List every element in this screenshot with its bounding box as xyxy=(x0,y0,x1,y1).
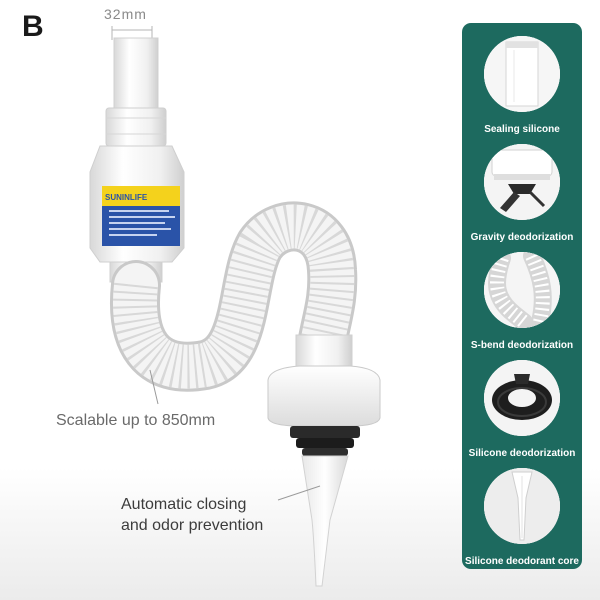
feature-gravity-deodorization: Gravity deodorization xyxy=(462,144,582,252)
silicone-core xyxy=(301,455,349,587)
s-bend-deodorization-icon xyxy=(484,252,560,328)
flexible-hose xyxy=(110,201,358,392)
feature-s-bend-deodorization: S-bend deodorization xyxy=(462,252,582,360)
scalable-callout: Scalable up to 850mm xyxy=(56,412,216,429)
auto-leader xyxy=(277,485,321,501)
feature-silicone-deodorant-core: Silicone deodorant core xyxy=(462,468,582,576)
feature-label: S-bend deodorization xyxy=(470,340,574,351)
feature-panel: Sealing silicone Gravity deodorization xyxy=(462,23,582,569)
auto-close-callout: Automatic closing and odor prevention xyxy=(121,494,263,536)
top-connector xyxy=(105,107,167,147)
feature-label: Sealing silicone xyxy=(484,124,560,135)
auto-close-line-1: Automatic closing xyxy=(121,496,247,513)
auto-close-line-2: and odor prevention xyxy=(121,517,264,534)
feature-sealing-silicone: Sealing silicone xyxy=(462,36,582,144)
feature-label: Gravity deodorization xyxy=(470,232,574,243)
feature-label: Silicone deodorization xyxy=(468,448,576,459)
rubber-seal xyxy=(290,426,360,438)
feature-label: Silicone deodorant core xyxy=(465,556,579,567)
top-tube xyxy=(113,37,159,111)
variant-letter: B xyxy=(22,10,44,43)
sealing-silicone-icon xyxy=(484,36,560,112)
brand-label: SUNINLIFE xyxy=(105,193,148,202)
silicone-deodorization-icon xyxy=(484,360,560,436)
silicone-deodorant-core-icon xyxy=(484,468,560,544)
scalable-leader xyxy=(149,369,159,405)
feature-silicone-deodorization: Silicone deodorization xyxy=(462,360,582,468)
drain-pipe-illustration: SUNINLIFE xyxy=(89,26,381,587)
gravity-deodorization-icon xyxy=(484,144,560,220)
floor-flange xyxy=(267,365,381,427)
size-label: 32mm xyxy=(104,6,147,22)
product-label xyxy=(102,186,180,246)
